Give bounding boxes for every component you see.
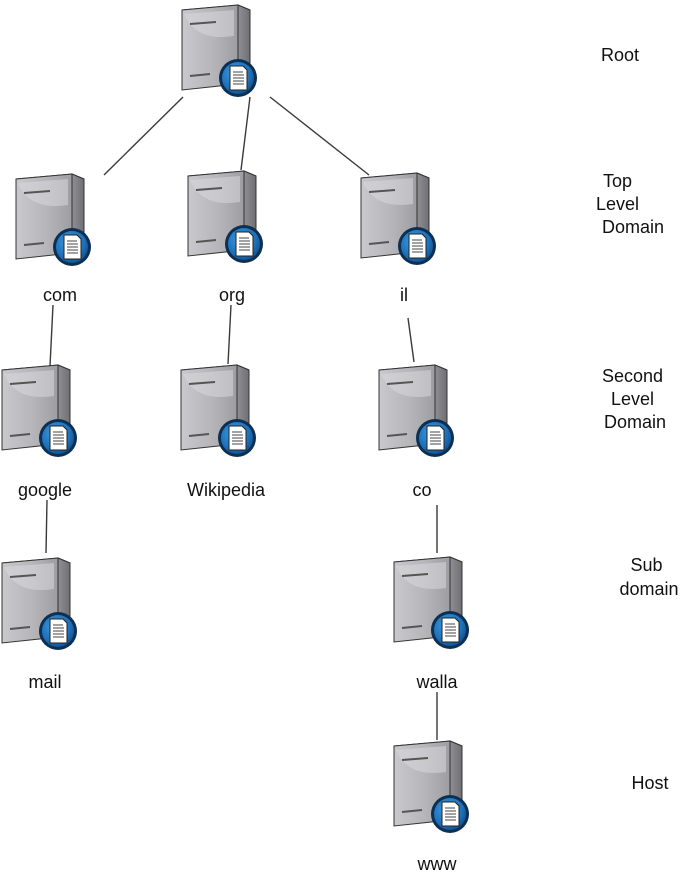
server-with-document-icon <box>1 557 78 651</box>
edge-il-co <box>407 317 415 363</box>
edge-com-google <box>49 304 54 367</box>
level-label-host: Host <box>631 773 668 793</box>
node-label-walla: walla <box>415 672 458 692</box>
node-label-mail: mail <box>28 672 61 692</box>
level-label-sub-domain: Sub domain <box>619 555 678 599</box>
node-co: co <box>378 364 455 500</box>
node-org: org <box>187 170 264 305</box>
level-label-root: Root <box>601 45 639 65</box>
edge-root-il <box>269 96 370 176</box>
node-label-org: org <box>219 285 245 305</box>
edge-root-com <box>103 96 184 176</box>
node-wikipedia: Wikipedia <box>180 364 266 500</box>
node-label-com: com <box>43 285 77 305</box>
node-il: il <box>360 172 437 305</box>
node-label-co: co <box>412 480 431 500</box>
node-root <box>181 4 258 98</box>
node-label-wikipedia: Wikipedia <box>187 480 266 500</box>
node-label-google: google <box>18 480 72 500</box>
server-with-document-icon <box>360 172 437 266</box>
server-with-document-icon <box>1 364 78 458</box>
edge-root-org <box>240 96 251 171</box>
server-with-document-icon <box>393 740 470 834</box>
server-with-document-icon <box>378 364 455 458</box>
node-label-www: www <box>417 854 458 874</box>
edge-org-wikipedia <box>227 304 232 365</box>
level-labels: Root Top Level Domain Second Level Domai… <box>596 45 679 793</box>
server-with-document-icon <box>15 173 92 267</box>
server-with-document-icon <box>393 556 470 650</box>
node-mail: mail <box>1 557 78 692</box>
node-walla: walla <box>393 556 470 692</box>
server-with-document-icon <box>180 364 257 458</box>
node-com: com <box>15 173 92 305</box>
node-www: www <box>393 740 470 874</box>
node-label-il: il <box>400 285 408 305</box>
server-with-document-icon <box>181 4 258 98</box>
edge-google-mail <box>45 499 48 554</box>
level-label-top-level-domain: Top Level Domain <box>596 171 664 237</box>
server-with-document-icon <box>187 170 264 264</box>
node-google: google <box>1 364 78 500</box>
edges <box>45 96 438 740</box>
level-label-second-level-domain: Second Level Domain <box>602 366 668 432</box>
